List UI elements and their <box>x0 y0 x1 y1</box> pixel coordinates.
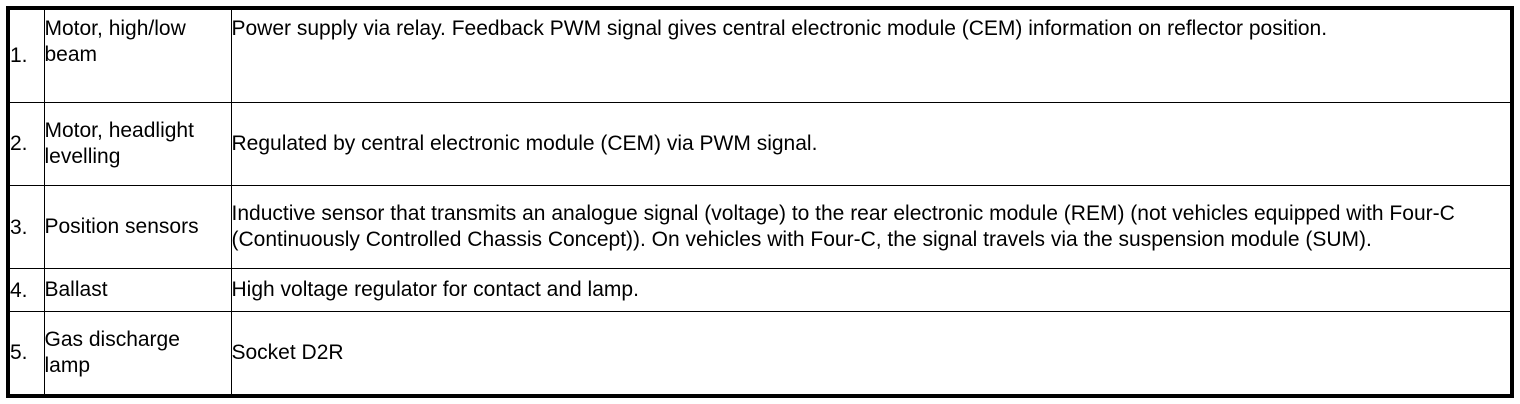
row-description-cell: Inductive sensor that transmits an analo… <box>230 184 1510 270</box>
row-description-cell: High voltage regulator for contact and l… <box>230 268 1510 312</box>
component-legend-table: 1. Motor, high/low beam Power supply via… <box>10 10 1510 394</box>
table-row: 2. Motor, headlight levelling Regulated … <box>10 101 1510 186</box>
row-index-cell: 5. <box>10 310 45 394</box>
table-row: 3. Position sensors Inductive sensor tha… <box>10 184 1510 270</box>
table-row: 1. Motor, high/low beam Power supply via… <box>10 10 1510 103</box>
row-index-cell: 3. <box>10 184 45 270</box>
row-component-cell: Motor, headlight levelling <box>43 101 232 186</box>
table-row: 4. Ballast High voltage regulator for co… <box>10 268 1510 312</box>
row-component-cell: Ballast <box>43 268 232 312</box>
row-description-cell: Power supply via relay. Feedback PWM sig… <box>230 10 1510 103</box>
row-component-cell: Position sensors <box>43 184 232 270</box>
row-description-cell: Socket D2R <box>230 310 1510 394</box>
table-body: 1. Motor, high/low beam Power supply via… <box>10 10 1510 394</box>
table-row: 5. Gas discharge lamp Socket D2R <box>10 310 1510 394</box>
row-index-cell: 2. <box>10 101 45 186</box>
row-index-cell: 4. <box>10 268 45 312</box>
row-index-cell: 1. <box>10 10 45 103</box>
row-description-cell: Regulated by central electronic module (… <box>230 101 1510 186</box>
row-component-cell: Gas discharge lamp <box>43 310 232 394</box>
legend-table-container: 1. Motor, high/low beam Power supply via… <box>6 6 1514 398</box>
row-component-cell: Motor, high/low beam <box>43 10 232 103</box>
